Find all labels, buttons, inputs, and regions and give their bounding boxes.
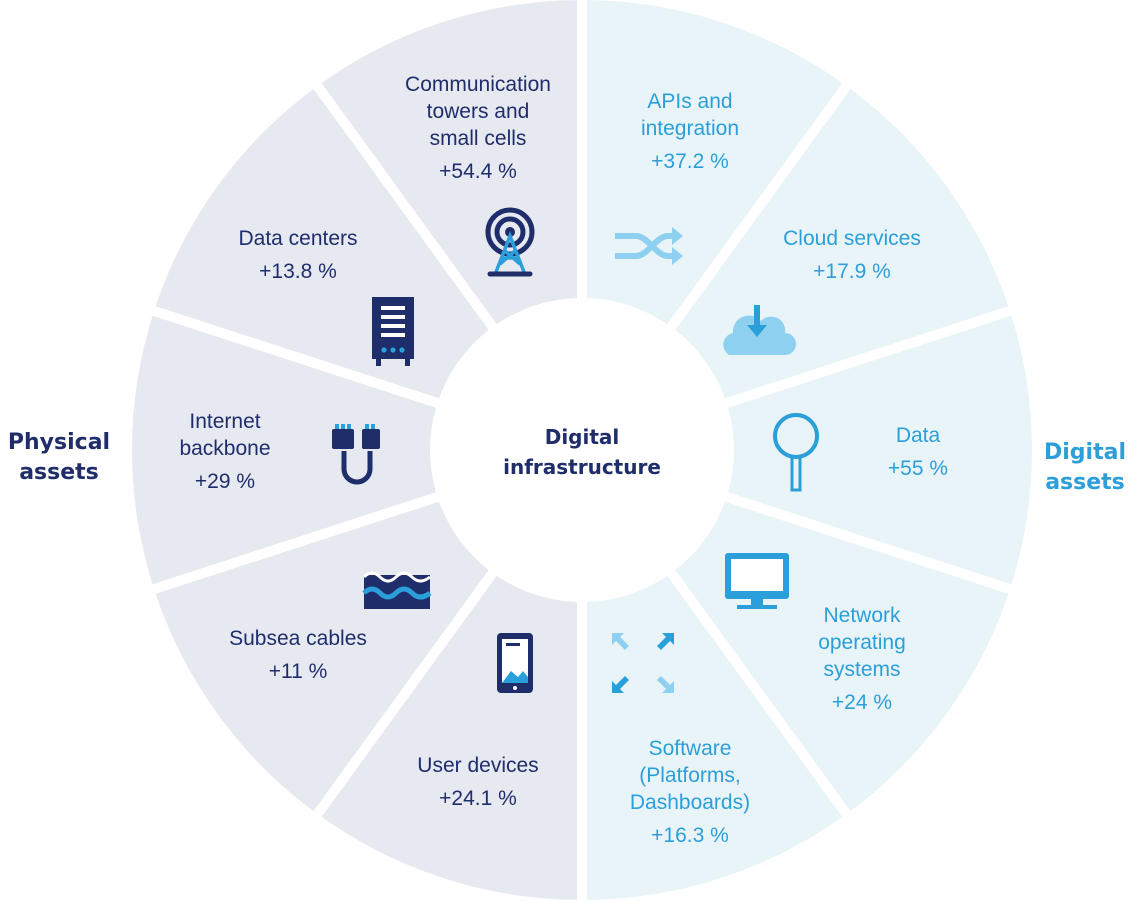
tower-icon [485,207,535,277]
label-subsea-cables: Subsea cables +11 % [229,627,367,683]
value-user-devices: +24.1 % [439,787,517,810]
value-cloud-services: +17.9 % [813,260,891,283]
digital-assets-label-line-1: Digital [1044,440,1126,465]
label-software: Software (Platforms, Dashboards) +16.3 % [630,737,750,847]
magnifier-icon [773,413,819,492]
value-network-operating-systems: +24 % [832,691,892,714]
center-title: Digital infrastructure [503,425,661,479]
label-user-devices-line: User devices [417,754,538,777]
label-network-operating-systems-line: operating [818,631,906,654]
digital-assets-label-line-2: assets [1045,470,1125,495]
center-hub [430,298,734,602]
label-internet-backbone-line: Internet [189,410,260,433]
label-communication-towers-line: towers and [427,100,530,123]
physical-assets-label-line-2: assets [19,460,99,485]
label-cloud-services: Cloud services +17.9 % [783,227,921,283]
label-network-operating-systems-line: systems [823,658,900,681]
label-user-devices: User devices +24.1 % [417,754,538,810]
label-apis-and-integration-line: integration [641,117,739,140]
label-communication-towers-line: small cells [430,127,527,150]
label-subsea-cables-line: Subsea cables [229,627,367,650]
server-icon [372,297,414,366]
value-internet-backbone: +29 % [195,470,255,493]
label-software-line: Dashboards) [630,791,750,814]
physical-assets-label-line-1: Physical [7,430,111,455]
expand-arrows-icon [612,633,674,693]
value-data: +55 % [888,457,948,480]
label-network-operating-systems-line: Network [823,604,901,627]
value-subsea-cables: +11 % [269,660,328,683]
label-cloud-services-line: Cloud services [783,227,921,250]
monitor-icon [725,553,789,609]
label-data-line: Data [896,424,941,447]
waves-icon [362,571,432,609]
label-communication-towers-line: Communication [405,73,551,96]
center-title-line: Digital [545,425,620,449]
value-apis-and-integration: +37.2 % [651,150,729,173]
center-title-line: infrastructure [503,455,661,479]
cloud-download-icon [723,305,796,355]
label-software-line: (Platforms, [639,764,741,787]
label-network-operating-systems: Network operating systems +24 % [818,604,906,714]
wedge-data [582,310,1032,590]
tablet-icon [497,633,533,693]
label-internet-backbone-line: backbone [179,437,270,460]
value-data-centers: +13.8 % [259,260,337,283]
value-communication-towers: +54.4 % [439,160,517,183]
label-communication-towers: Communication towers and small cells +54.4 … [405,73,551,183]
label-data-centers: Data centers +13.8 % [238,227,357,283]
label-apis-and-integration-line: APIs and [647,90,732,113]
physical-assets-label: Physical assets [0,428,118,488]
label-apis-and-integration: APIs and integration +37.2 % [641,90,739,173]
label-data: Data +55 % [888,424,948,480]
digital-assets-label: Digital assets [1036,438,1134,498]
value-software: +16.3 % [651,824,729,847]
label-data-centers-line: Data centers [238,227,357,250]
shuffle-icon [615,227,683,265]
label-software-line: Software [649,737,732,760]
ethernet-cable-icon [332,424,380,485]
label-internet-backbone: Internet backbone +29 % [179,410,270,493]
wedge-internet-backbone [131,310,582,590]
